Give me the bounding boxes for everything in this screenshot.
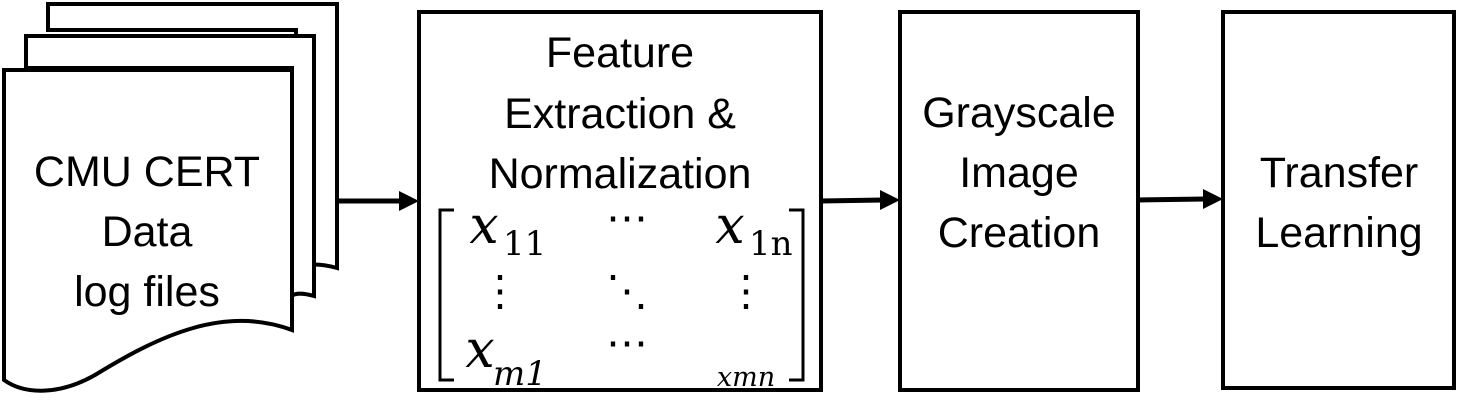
transfer-learning-box: Transfer Learning	[1221, 10, 1456, 390]
matrix-row1-hdots: ⋯	[606, 193, 648, 242]
matrix-xm1: x	[465, 320, 494, 380]
arrow-grayscale-to-transfer	[1137, 189, 1223, 209]
feature-extraction-box: Feature Extraction & Normalization x 11 …	[417, 10, 823, 394]
matrix-left-bracket	[438, 208, 454, 382]
transfer-label-line-1: Transfer	[1260, 149, 1419, 197]
arrow-feature-to-grayscale	[820, 190, 900, 210]
grayscale-label-line-2: Image	[959, 149, 1079, 197]
input-label-line-2: Data	[102, 208, 193, 256]
transfer-learning-rect	[1221, 10, 1456, 390]
grayscale-image-box: Grayscale Image Creation	[898, 10, 1140, 392]
matrix-ddots: ⋱	[606, 266, 648, 315]
feature-label-line-2: Extraction &	[504, 90, 736, 138]
transfer-label-line-2: Learning	[1255, 209, 1422, 257]
grayscale-image-rect	[898, 10, 1140, 392]
arrow-input-to-feature	[337, 191, 419, 211]
matrix-row3-hdots: ⋯	[606, 318, 648, 367]
matrix-right-bracket	[789, 208, 805, 382]
grayscale-label-line-3: Creation	[938, 209, 1101, 257]
feature-label-line-3: Normalization	[489, 150, 752, 198]
matrix-x11-subscript: 11	[503, 224, 546, 264]
matrix-x11: x	[469, 196, 498, 256]
matrix-xmn: xmn	[717, 362, 775, 393]
matrix-left-vdots: ⋮	[479, 266, 521, 315]
grayscale-label-line-1: Grayscale	[922, 89, 1116, 137]
log-files-document-stack: CMU CERT Data log files	[1, 2, 339, 393]
feature-matrix: x 11 ⋯ x 1n ⋮ ⋱ ⋮ x m1 ⋯ xmn	[438, 193, 805, 394]
feature-extraction-rect	[417, 10, 823, 392]
matrix-right-vdots: ⋮	[725, 266, 767, 315]
input-label-line-3: log files	[74, 268, 220, 316]
input-label-line-1: CMU CERT	[34, 148, 260, 196]
matrix-xm1-subscript: m1	[493, 354, 547, 394]
matrix-x1n-subscript: 1n	[749, 224, 793, 264]
matrix-x1n: x	[715, 196, 744, 256]
feature-label-line-1: Feature	[546, 29, 694, 77]
document-page-front	[1, 68, 294, 393]
